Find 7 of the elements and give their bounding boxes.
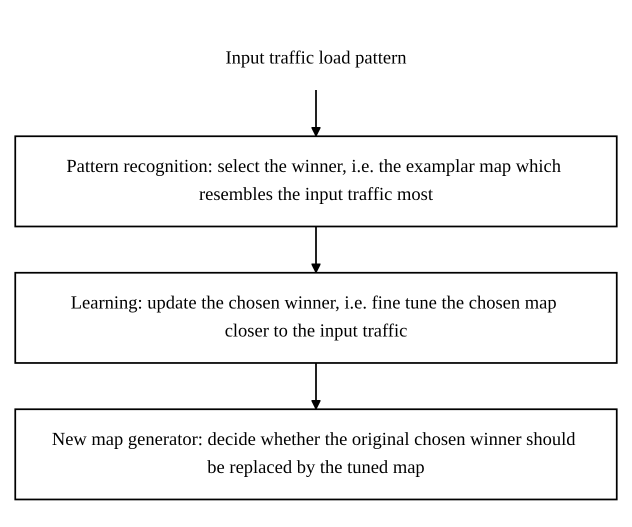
arrow [310, 226, 322, 274]
node-box: Pattern recognition: select the winner, i.e. the examplar map which resembles the input traffic most [14, 135, 618, 228]
node-box: Learning: update the chosen winner, i.e. fine tune the chosen map closer to the input traffic [14, 272, 618, 364]
arrow [310, 362, 322, 410]
node-box: New map generator: decide whether the original chosen winner should be replaced by the tuned map [14, 408, 618, 500]
node-text: Input traffic load pattern [225, 48, 407, 68]
arrow [310, 90, 322, 137]
